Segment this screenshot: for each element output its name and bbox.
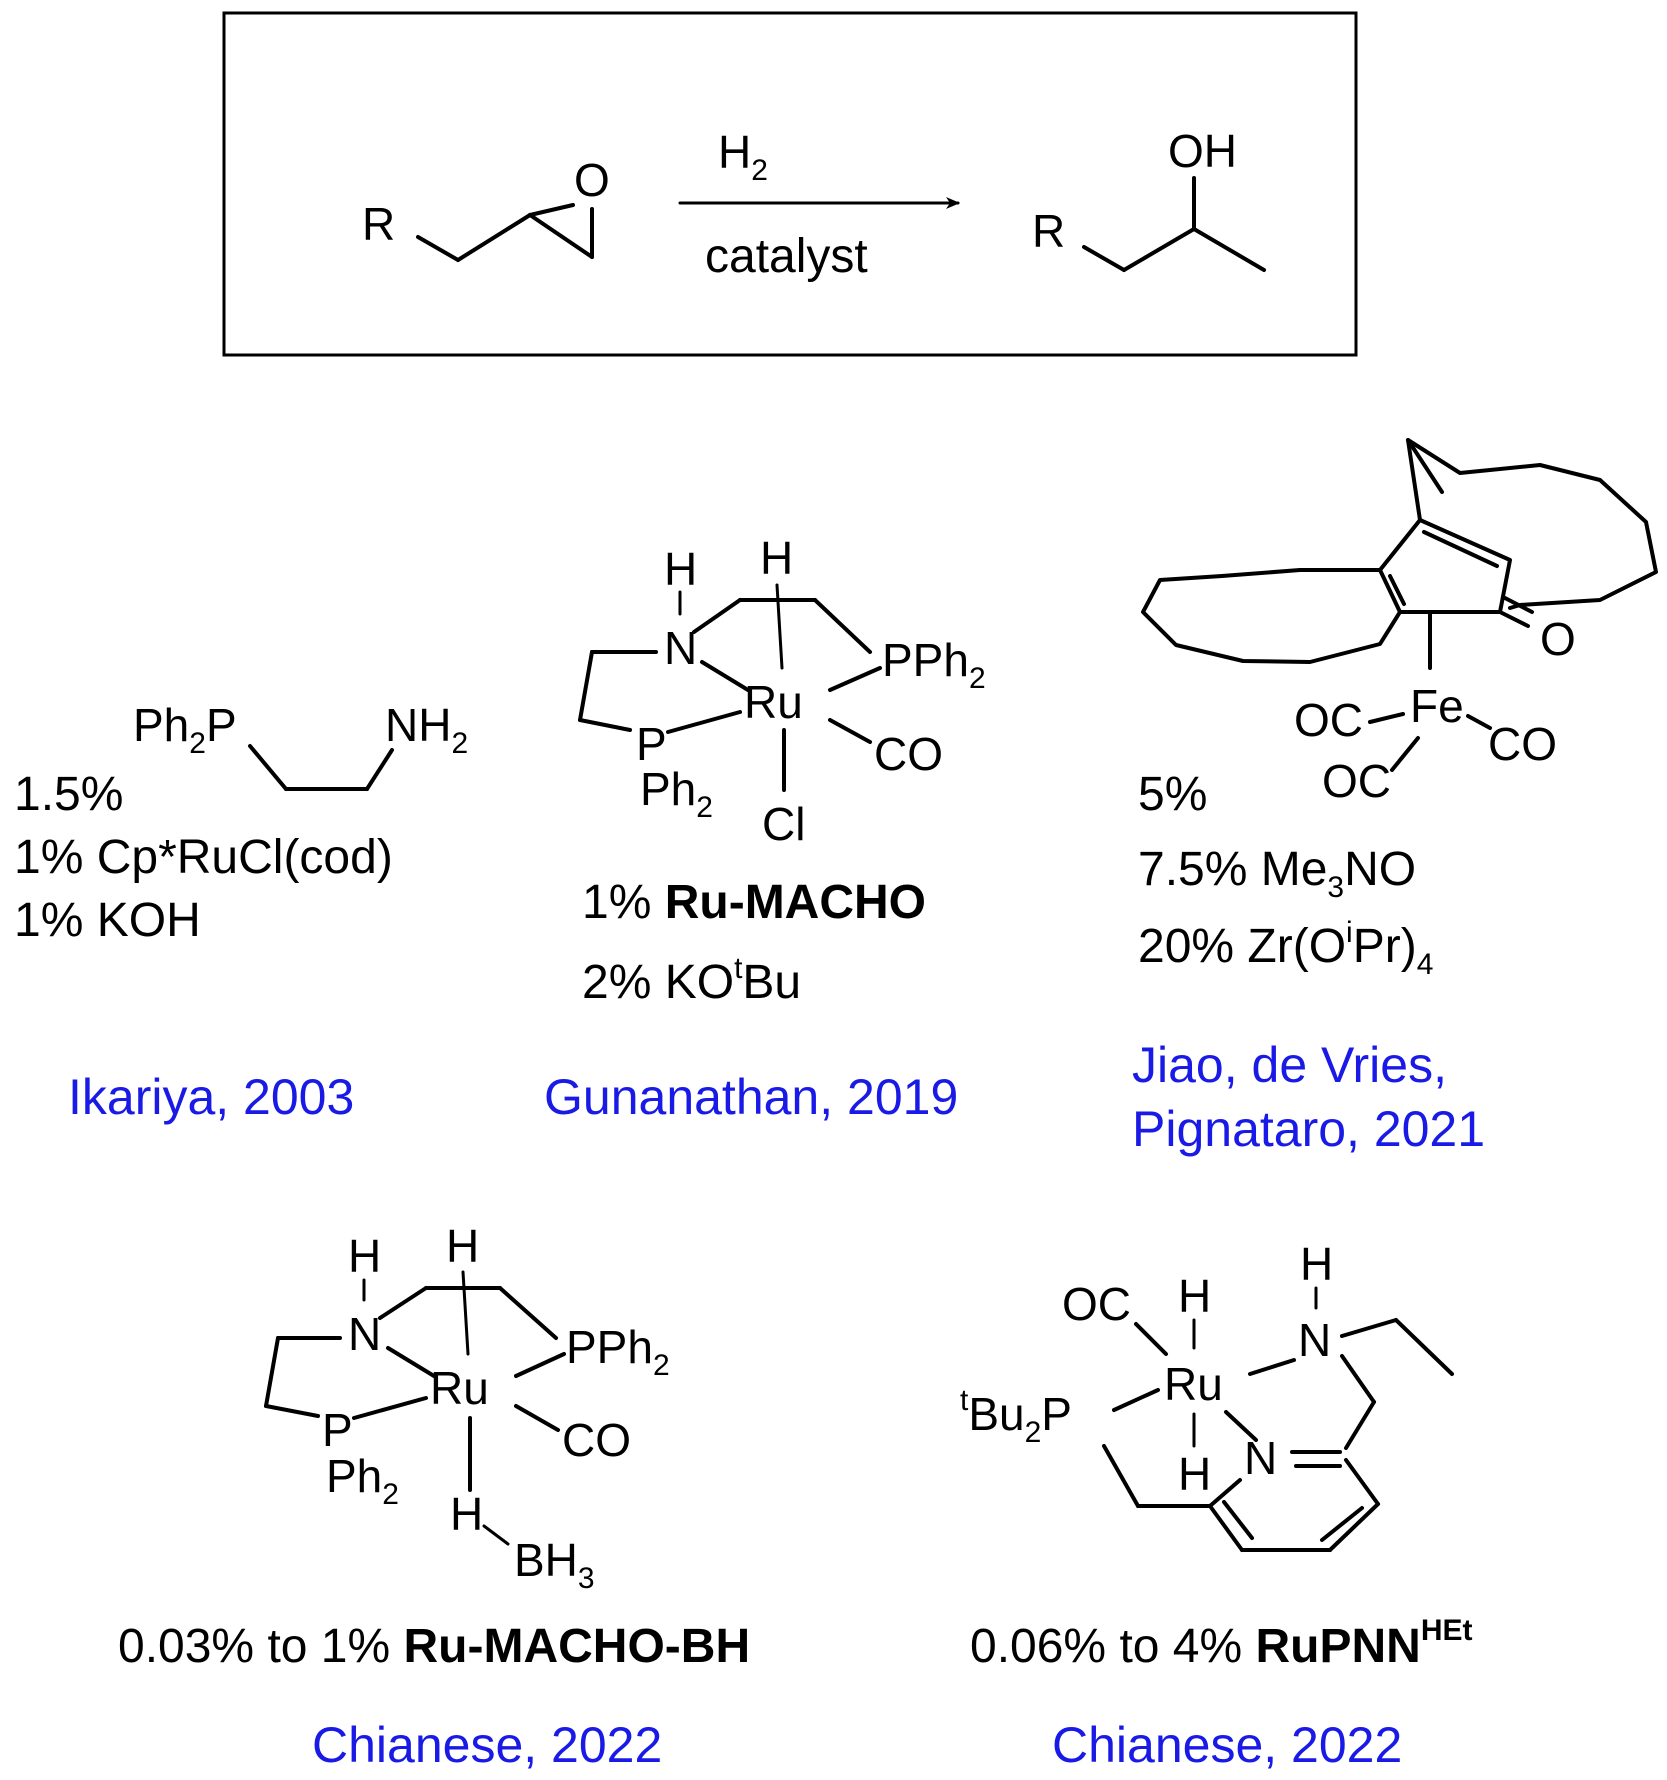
iron-condition-3: 20% Zr(OiPr)4 xyxy=(1138,916,1433,981)
machobh-phosphorus: P xyxy=(322,1404,353,1456)
macho-ph2-label: Ph2 xyxy=(640,763,713,824)
rupnn-ruthenium: Ru xyxy=(1164,1358,1223,1410)
epoxide-oxygen-label: O xyxy=(574,154,610,206)
rupnn-tbu2p-label: tBu2P xyxy=(960,1384,1072,1449)
machobh-nh-hydrogen: H xyxy=(348,1230,381,1282)
macho-nh-hydrogen: H xyxy=(664,543,697,595)
macho-condition-1: 1% Ru-MACHO xyxy=(582,876,926,929)
rupnn-oc-label: OC xyxy=(1062,1278,1131,1330)
epoxide-r-label: R xyxy=(362,198,395,250)
reagent-label: H2 xyxy=(718,126,768,187)
rupnn-catalyst: OC H H Ru N N H xyxy=(960,1238,1473,1773)
iron-reference-line-1: Jiao, de Vries, xyxy=(1132,1037,1447,1093)
macho-pph2-label: PPh2 xyxy=(882,634,986,695)
iron-cyclopentadienone-structure: O Fe OC OC CO xyxy=(1141,438,1658,807)
reaction-scheme: R O H2 catalyst R OH xyxy=(222,11,1358,357)
macho-condition-2: 2% KOtBu xyxy=(582,952,801,1009)
ikariya-nh2-label: NH2 xyxy=(385,699,468,760)
iron-reference-line-2: Pignataro, 2021 xyxy=(1132,1101,1485,1157)
ru-macho-catalyst: H N H PPh2 P Ph2 Ru CO Cl 1% Ru-MACHO 2%… xyxy=(544,532,986,1125)
product-oh-label: OH xyxy=(1168,125,1237,177)
rupnn-structure: OC H H Ru N N H xyxy=(960,1238,1454,1552)
ikariya-condition-3: 1% KOH xyxy=(14,894,201,947)
machobh-bh3-label: BH3 xyxy=(514,1534,595,1595)
macho-ruthenium: Ru xyxy=(744,676,803,728)
rupnn-nh-hydrogen: H xyxy=(1300,1238,1333,1290)
iron-oc-upper-label: OC xyxy=(1294,694,1363,746)
iron-oc-lower-label: OC xyxy=(1322,755,1391,807)
machobh-pph2-label: PPh2 xyxy=(566,1321,670,1382)
machobh-ph2-label: Ph2 xyxy=(326,1450,399,1511)
machobh-co-label: CO xyxy=(562,1414,631,1466)
ru-macho-bh-catalyst: H N H PPh2 P Ph2 Ru CO H BH3 0.03% to 1 xyxy=(118,1220,750,1773)
ikariya-condition-2: 1% Cp*RuCl(cod) xyxy=(14,831,393,884)
machobh-reference: Chianese, 2022 xyxy=(312,1717,662,1773)
iron-co-label: CO xyxy=(1488,718,1557,770)
machobh-ruthenium: Ru xyxy=(430,1362,489,1414)
scheme-frame xyxy=(222,11,1358,357)
rupnn-hydride-top: H xyxy=(1178,1270,1211,1322)
ikariya-ph2p-label: Ph2P xyxy=(133,699,237,760)
rupnn-hydride-bottom: H xyxy=(1178,1448,1211,1500)
product-r-label: R xyxy=(1032,205,1065,257)
epoxide-structure: R O xyxy=(362,154,610,262)
iron-condition-1: 5% xyxy=(1138,768,1207,821)
product-structure: R OH xyxy=(1032,125,1266,272)
reaction-arrow: H2 catalyst xyxy=(678,126,960,283)
rupnn-reference: Chianese, 2022 xyxy=(1052,1717,1402,1773)
macho-reference: Gunanathan, 2019 xyxy=(544,1069,958,1125)
ru-macho-structure: H N H PPh2 P Ph2 Ru CO Cl xyxy=(578,532,986,850)
macho-chloride: Cl xyxy=(762,798,805,850)
ikariya-reference: Ikariya, 2003 xyxy=(68,1069,354,1125)
machobh-condition: 0.03% to 1% Ru-MACHO-BH xyxy=(118,1620,750,1673)
iron-fe-label: Fe xyxy=(1410,680,1464,732)
ikariya-catalyst: Ph2P NH2 1.5% 1% Cp*RuCl(cod) 1% KOH Ika… xyxy=(14,699,468,1125)
iron-ketone-oxygen: O xyxy=(1540,613,1576,665)
machobh-agostic-hydrogen: H xyxy=(446,1220,479,1272)
macho-phosphorus: P xyxy=(636,718,667,770)
macho-co-label: CO xyxy=(874,728,943,780)
iron-catalyst: O Fe OC OC CO 5% 7.5% Me3NO 20% Zr(OiPr)… xyxy=(1132,438,1658,1157)
macho-agostic-hydrogen: H xyxy=(760,532,793,584)
iron-condition-2: 7.5% Me3NO xyxy=(1138,843,1416,904)
machobh-hydride: H xyxy=(450,1488,483,1540)
ikariya-condition-1: 1.5% xyxy=(14,768,123,821)
machobh-nitrogen: N xyxy=(348,1308,381,1360)
rupnn-amine-nitrogen: N xyxy=(1298,1314,1331,1366)
ru-macho-bh-structure: H N H PPh2 P Ph2 Ru CO H BH3 xyxy=(264,1220,670,1595)
rupnn-condition: 0.06% to 4% RuPNNHEt xyxy=(970,1614,1473,1673)
catalyst-label: catalyst xyxy=(705,230,868,283)
ikariya-ligand-structure: Ph2P NH2 xyxy=(133,699,468,791)
macho-nitrogen: N xyxy=(664,622,697,674)
rupnn-pyridine-nitrogen: N xyxy=(1244,1432,1277,1484)
